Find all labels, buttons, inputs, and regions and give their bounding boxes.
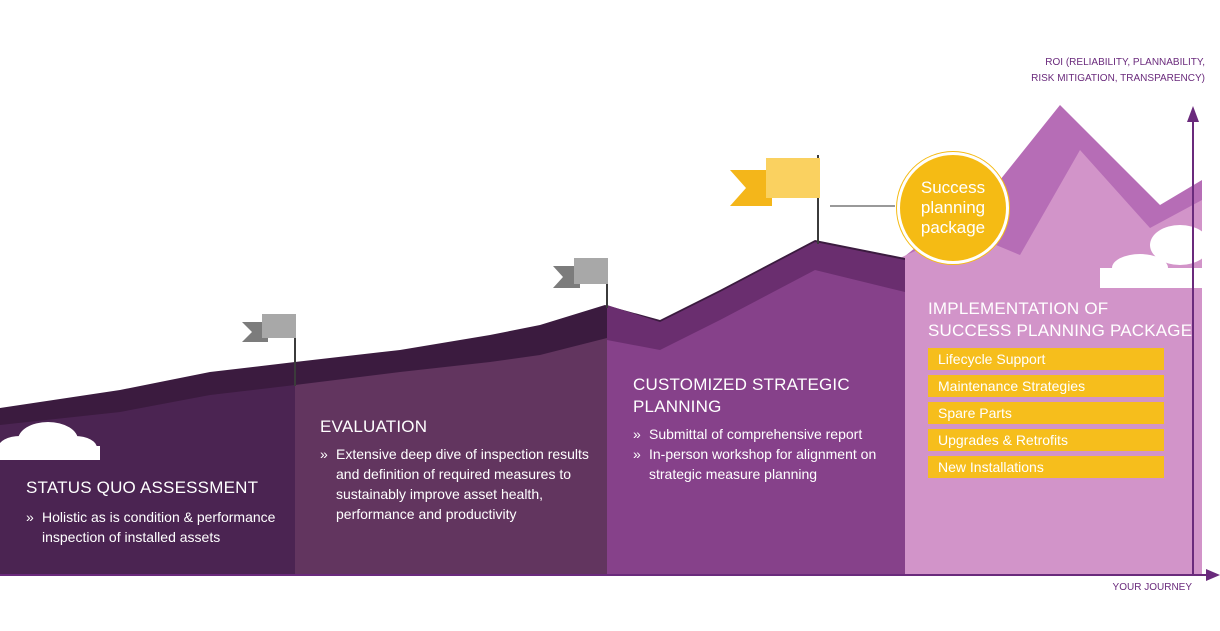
package-item: Lifecycle Support [928,348,1164,370]
bullet-line: In-person workshop for alignment on [649,446,877,462]
y-axis-arrow [1187,106,1199,122]
stage1-text: STATUS QUO ASSESSMENT » Holistic as is c… [26,477,296,547]
stage2-title: EVALUATION [320,417,428,436]
bullet-line: strategic measure planning [649,466,818,482]
y-axis-label: ROI (RELIABILITY, PLANNABILITY, RISK MIT… [990,55,1205,87]
bullet-line: Submittal of comprehensive report [649,426,863,442]
bullet-mark: » [633,446,641,462]
stage3-title-line1: CUSTOMIZED STRATEGIC [633,375,850,394]
y-axis-label-line1: ROI (RELIABILITY, PLANNABILITY, [1045,57,1205,68]
bullet-line: Extensive deep dive of inspection result… [336,446,589,462]
flag-3 [730,155,820,244]
bullet-mark: » [633,426,641,442]
stage3-title-line2: PLANNING [633,397,722,416]
stage3-bullet-1: » Submittal of comprehensive report [633,424,898,444]
flag-2 [553,258,608,308]
cloud-right [1100,225,1210,288]
package-list: Lifecycle Support Maintenance Strategies… [928,348,1164,483]
stage4-title-line2: SUCCESS PLANNING PACKAGE [928,321,1193,340]
stage2-area [295,338,607,575]
package-item: Upgrades & Retrofits [928,429,1164,451]
y-axis-label-line2: RISK MITIGATION, TRANSPARENCY) [1031,73,1205,84]
bullet-mark: » [320,446,328,462]
stage4-text: IMPLEMENTATION OF SUCCESS PLANNING PACKA… [928,298,1193,342]
x-axis-arrow [1206,569,1220,581]
bullet-line: inspection of installed assets [42,529,221,545]
stage3-text: CUSTOMIZED STRATEGIC PLANNING » Submitta… [633,374,898,484]
flag-1 [242,314,296,386]
cloud-left [0,422,100,460]
stage3-ridge [607,242,905,350]
package-item: New Installations [928,456,1164,478]
x-axis-label: YOUR JOURNEY [1112,582,1192,593]
bullet-line: performance and productivity [336,506,517,522]
badge-line2: planning [920,198,986,217]
badge-line1: Success [920,178,986,197]
package-item: Spare Parts [928,402,1164,424]
bullet-line: Holistic as is condition & performance [42,509,276,525]
stage3-bullet-2: » In-person workshop for alignment on st… [633,444,898,484]
package-item: Maintenance Strategies [928,375,1164,397]
stage1-bullet: » Holistic as is condition & performance… [26,507,296,547]
stage2-text: EVALUATION » Extensive deep dive of insp… [320,416,605,524]
bullet-mark: » [26,509,34,525]
success-badge: Success planning package [897,152,1009,264]
bullet-line: sustainably improve asset health, [336,486,543,502]
stage1-title: STATUS QUO ASSESSMENT [26,478,259,497]
ridge-band [0,240,905,430]
stage3-area [607,268,905,575]
badge-line3: package [920,218,986,237]
stage2-bullet: » Extensive deep dive of inspection resu… [320,444,605,524]
stage4-title-line1: IMPLEMENTATION OF [928,299,1109,318]
bullet-line: and definition of required measures to [336,466,572,482]
